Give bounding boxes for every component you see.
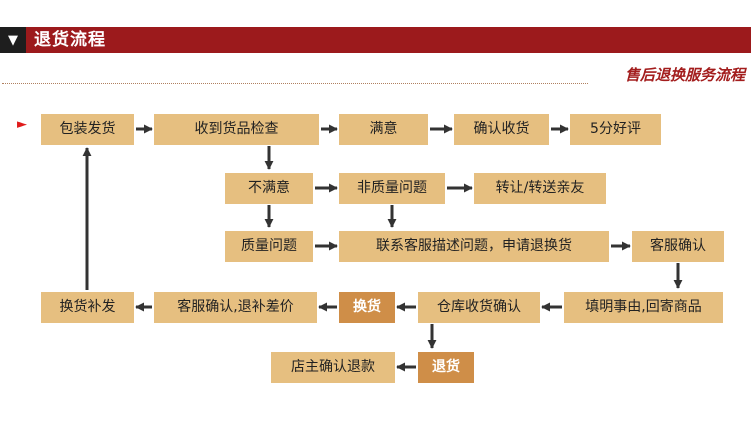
page-title: 退货流程: [34, 30, 106, 50]
start-arrow-icon: ►: [17, 117, 27, 132]
header-bar: ▼ 退货流程: [0, 27, 751, 53]
node-package-ship: 包装发货: [41, 114, 134, 145]
triangle-down-icon: ▼: [0, 27, 26, 53]
node-return: 退货: [418, 352, 474, 383]
node-cs-confirm-refund-diff: 客服确认,退补差价: [154, 292, 317, 323]
dotted-divider: [2, 83, 588, 84]
node-contact-service: 联系客服描述问题，申请退换货: [339, 231, 609, 262]
node-receive-inspect: 收到货品检查: [154, 114, 319, 145]
node-exchange: 换货: [339, 292, 395, 323]
node-shop-confirm-refund: 店主确认退款: [271, 352, 395, 383]
node-fill-reason: 填明事由,回寄商品: [564, 292, 723, 323]
node-transfer-gift: 转让/转送亲友: [474, 173, 606, 204]
section-subtitle: 售后退换服务流程: [624, 66, 745, 84]
node-reissue: 换货补发: [41, 292, 134, 323]
node-satisfied: 满意: [339, 114, 428, 145]
node-five-star: 5分好评: [570, 114, 661, 145]
node-cs-confirm: 客服确认: [632, 231, 724, 262]
node-confirm-receipt: 确认收货: [454, 114, 549, 145]
node-warehouse-confirm: 仓库收货确认: [418, 292, 540, 323]
node-not-satisfied: 不满意: [225, 173, 313, 204]
node-non-quality-issue: 非质量问题: [339, 173, 445, 204]
node-quality-issue: 质量问题: [225, 231, 313, 262]
